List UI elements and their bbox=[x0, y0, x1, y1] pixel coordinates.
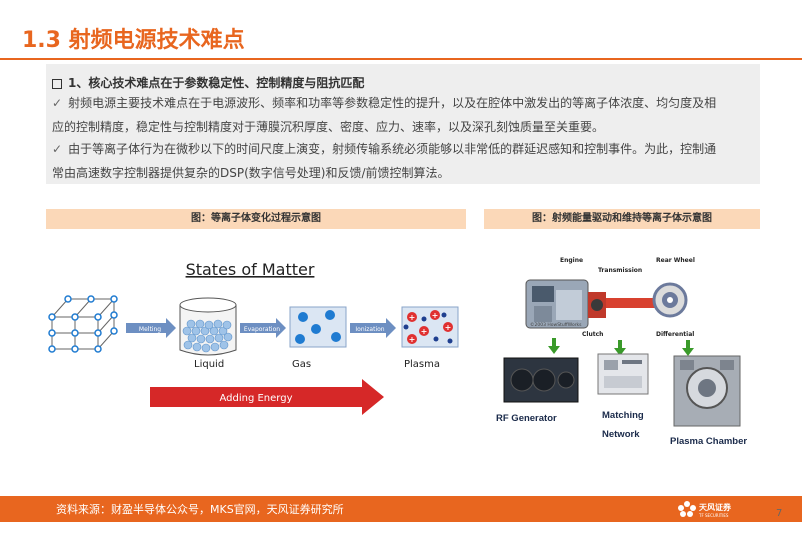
summary-heading: 1、核心技术难点在于参数稳定性、控制精度与阻抗匹配 bbox=[52, 74, 364, 91]
clutch-icon bbox=[588, 292, 656, 318]
summary-heading-text: 1、核心技术难点在于参数稳定性、控制精度与阻抗匹配 bbox=[68, 76, 365, 90]
plasma-box-icon: + + + + + bbox=[401, 306, 459, 348]
differential-label: Differential bbox=[656, 331, 694, 338]
green-arrows bbox=[548, 338, 694, 356]
energy-label: Adding Energy bbox=[219, 393, 292, 404]
svg-text:+: + bbox=[432, 311, 439, 320]
adding-energy-arrow: Adding Energy bbox=[150, 379, 384, 415]
gas-box-icon bbox=[289, 306, 347, 348]
tf-securities-logo: 天风证券 TF SECURITIES bbox=[678, 501, 732, 518]
evaporation-label: Evaporation bbox=[244, 326, 280, 333]
melting-arrow: Melting bbox=[126, 318, 176, 338]
bullet-2-line-1: 由于等离子体行为在微秒以下的时间尺度上演变，射频传输系统必须能够以非常低的群延迟… bbox=[68, 142, 717, 156]
logo-flower-icon bbox=[678, 501, 696, 517]
figure-heading: States of Matter bbox=[186, 260, 315, 279]
states-of-matter-figure: States of Matter Melting Evaporation Ion… bbox=[48, 260, 459, 415]
bullet-1-line-2: 应的控制精度，稳定性与控制精度对于薄膜沉积厚度、密度、应力、速率，以及深孔刻蚀质… bbox=[52, 120, 605, 134]
engine-label: Engine bbox=[560, 257, 583, 264]
figure-left-caption: 图：等离子体变化过程示意图 bbox=[46, 209, 466, 229]
svg-text:+: + bbox=[421, 327, 428, 336]
liquid-label: Liquid bbox=[194, 359, 224, 370]
ionization-arrow: Ionization bbox=[350, 318, 396, 338]
network-label: Network bbox=[602, 429, 640, 440]
figure-right-caption: 图：射频能量驱动和维持等离子体示意图 bbox=[484, 209, 760, 229]
melting-label: Melting bbox=[139, 326, 161, 333]
bullet-1-line-1: 射频电源主要技术难点在于电源波形、频率和功率等参数稳定性的提升，以及在腔体中激发… bbox=[68, 96, 717, 110]
liquid-beaker-icon bbox=[179, 297, 237, 356]
gas-label: Gas bbox=[292, 359, 311, 370]
ionization-label: Ionization bbox=[355, 326, 384, 333]
plasma-label: Plasma bbox=[404, 359, 440, 370]
logo-text: 天风证券 bbox=[699, 502, 732, 512]
matching-network-icon bbox=[597, 353, 649, 395]
svg-text:+: + bbox=[409, 313, 416, 322]
plasma-chamber-icon bbox=[673, 355, 741, 427]
rear-wheel-label: Rear Wheel bbox=[656, 257, 695, 264]
page-number: 7 bbox=[776, 508, 783, 519]
svg-text:+: + bbox=[445, 323, 452, 332]
svg-text:+: + bbox=[409, 335, 416, 344]
rf-generator-icon bbox=[503, 357, 579, 403]
page-title: 1.3 射频电源技术难点 bbox=[22, 28, 245, 53]
rf-generator-label: RF Generator bbox=[496, 413, 557, 424]
engine-icon bbox=[525, 279, 589, 329]
evaporation-arrow: Evaporation bbox=[240, 318, 286, 338]
footer-bar bbox=[0, 496, 802, 522]
square-bullet-icon bbox=[52, 78, 62, 89]
plasma-chamber-label: Plasma Chamber bbox=[670, 436, 747, 447]
solid-lattice-icon bbox=[51, 298, 115, 350]
summary-bullet-2: ✓ 由于等离子体行为在微秒以下的时间尺度上演变，射频传输系统必须能够以非常低的群延… bbox=[52, 137, 756, 185]
transmission-label: Transmission bbox=[598, 267, 642, 274]
summary-bullet-1: ✓ 射频电源主要技术难点在于电源波形、频率和功率等参数稳定性的提升，以及在腔体中激… bbox=[52, 91, 756, 139]
summary-panel bbox=[46, 64, 760, 184]
title-divider bbox=[0, 58, 802, 60]
check-icon: ✓ bbox=[52, 96, 63, 110]
logo-subtext: TF SECURITIES bbox=[698, 513, 729, 518]
rf-analogy-figure: Engine Transmission Rear Wheel ©2003 How… bbox=[496, 257, 747, 447]
bullet-2-line-2: 常由高速数字控制器提供复杂的DSP(数字信号处理)和反馈/前馈控制算法。 bbox=[52, 166, 450, 180]
clutch-label: Clutch bbox=[582, 331, 603, 338]
rear-wheel-icon bbox=[652, 282, 688, 318]
source-note: 资料来源：财盈半导体公众号，MKS官网，天风证券研究所 bbox=[56, 503, 344, 516]
copyright-text: ©2003 HowStuffWorks bbox=[530, 321, 582, 328]
check-icon: ✓ bbox=[52, 142, 63, 156]
matching-label: Matching bbox=[602, 410, 644, 421]
